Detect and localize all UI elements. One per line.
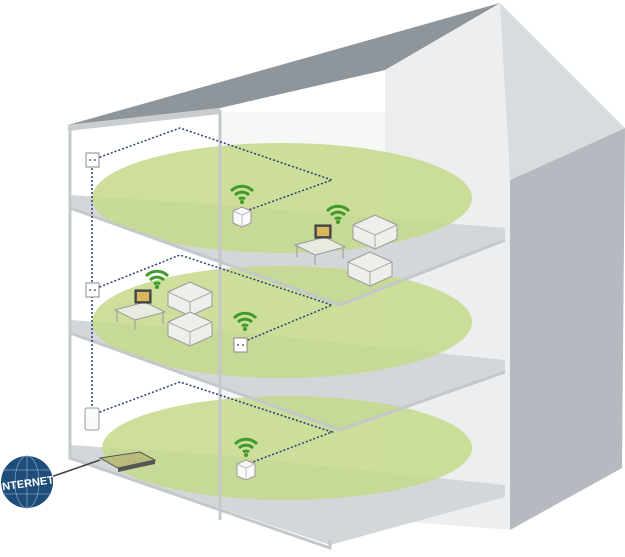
roof — [68, 3, 500, 125]
roof-gable-edge — [500, 3, 625, 180]
wall-outlet-icon — [85, 282, 100, 298]
wall-outlet-icon — [233, 337, 248, 353]
floor-edge-middle-right — [339, 370, 506, 432]
wifi-adapter-icon — [236, 459, 256, 481]
front-wall-outline — [68, 128, 332, 551]
floor-edge-top — [69, 206, 341, 307]
wall-outlet-icon — [85, 152, 100, 168]
router-icon — [98, 451, 157, 472]
floor-edge-middle — [69, 331, 341, 432]
wifi-adapter-icon — [232, 206, 252, 228]
floor-edge-top-right — [339, 238, 506, 307]
roof-front-edge — [68, 108, 220, 131]
side-wall — [510, 128, 625, 530]
wifi-zone-ground-floor — [102, 396, 472, 500]
powerline-adapter-base-icon — [84, 407, 100, 431]
internet-globe-icon: INTERNET — [0, 455, 55, 509]
internet-cable — [47, 459, 101, 479]
